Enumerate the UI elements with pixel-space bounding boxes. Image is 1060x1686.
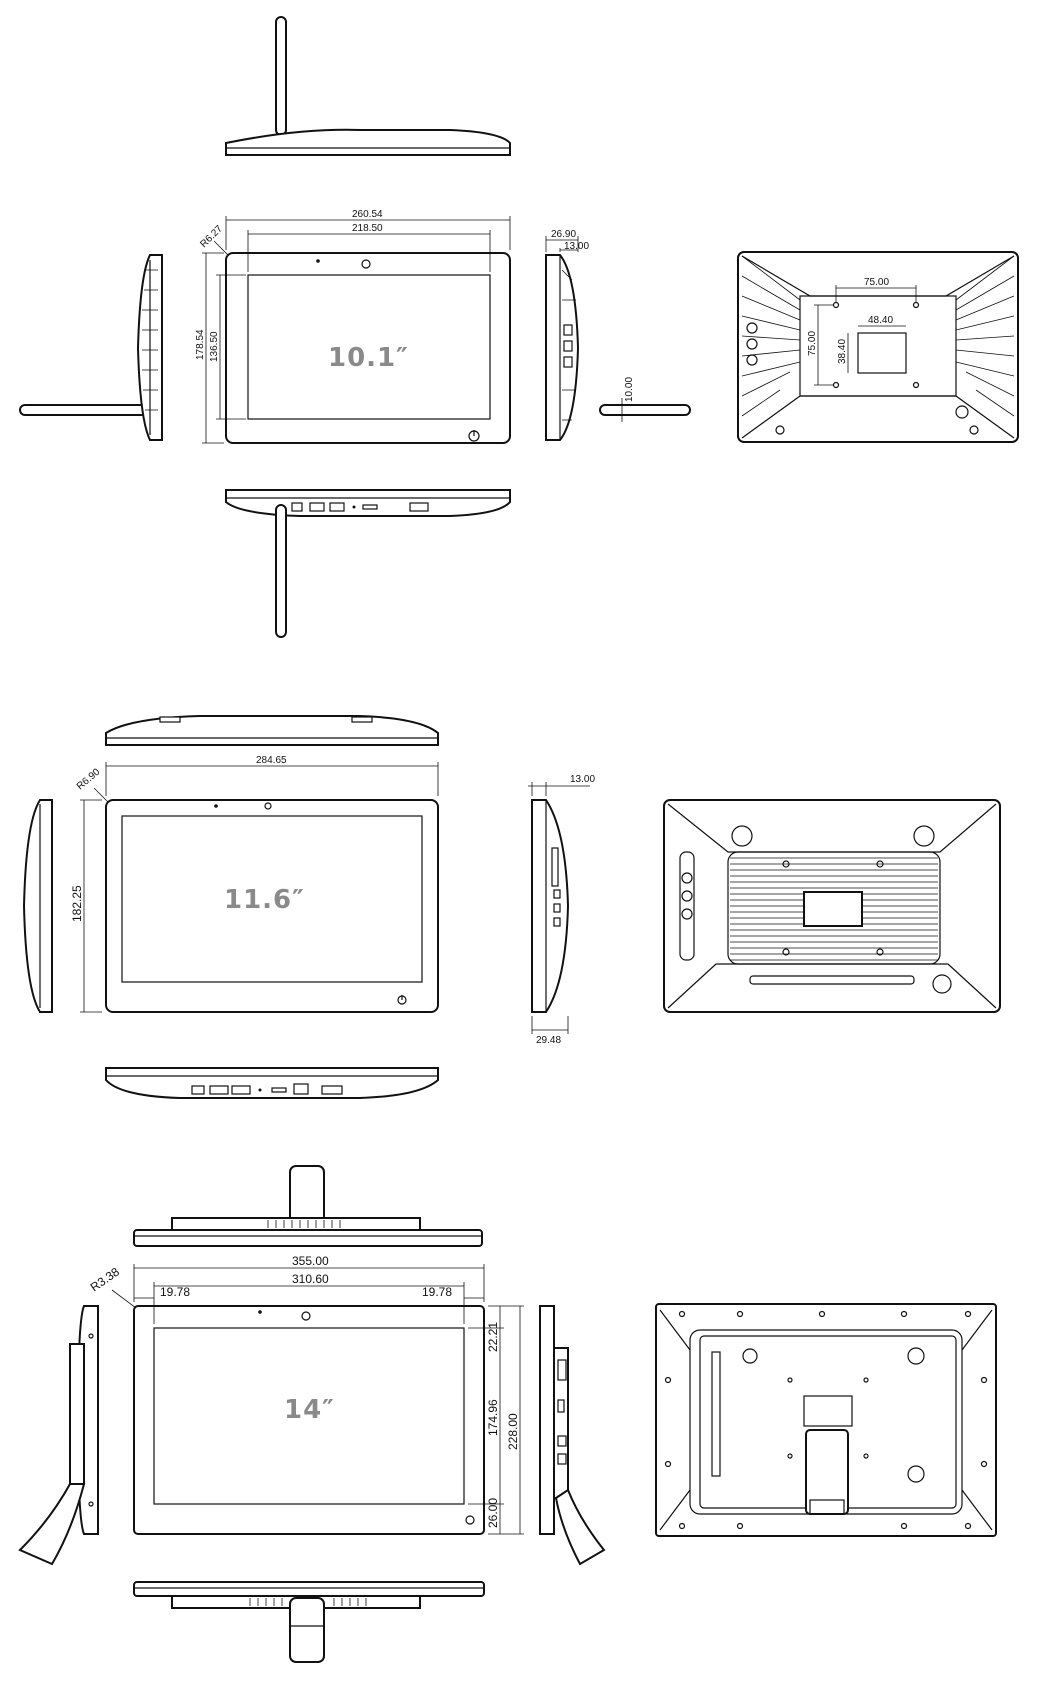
dim-plate-height-10-1: 38.40 — [837, 339, 848, 364]
size-label-14: 14″ — [284, 1395, 335, 1425]
rear-view-14 — [655, 1303, 997, 1537]
front-view-14: 14″ 355.00 310.60 19.78 19.78 R3.38 22.2… — [88, 1254, 524, 1535]
bottom-view-11-6 — [105, 1067, 439, 1099]
left-view-11-6 — [22, 799, 53, 1013]
bottom-view-10-1 — [225, 489, 511, 638]
bottom-view-14 — [133, 1581, 485, 1663]
top-view-14 — [133, 1165, 483, 1247]
dim-thin-depth-11-6: 13.00 — [570, 774, 595, 785]
rear-view-10-1: 75.00 48.40 75.00 38.40 — [737, 251, 1019, 443]
dim-outer-width-14: 355.00 — [292, 1254, 329, 1268]
model-11-6: 11.6″ 284.65 182.25 R6.90 — [22, 715, 1001, 1099]
dim-vesa-width-10-1: 75.00 — [864, 277, 889, 288]
dim-bottom-bezel-14: 26.00 — [486, 1498, 500, 1528]
dim-outer-width-10-1: 260.54 — [352, 209, 383, 220]
rear-view-11-6 — [663, 799, 1001, 1013]
size-label-10-1: 10.1″ — [328, 343, 409, 373]
dim-radius-14: R3.38 — [88, 1264, 123, 1294]
dim-depth-10-1: 26.90 — [551, 229, 576, 240]
dim-vesa-height-10-1: 75.00 — [807, 331, 818, 356]
right-view-10-1: 26.90 13.00 10.00 — [545, 229, 691, 441]
dim-top-bezel-14: 22.21 — [486, 1322, 500, 1352]
dim-depth-11-6: 29.48 — [536, 1035, 561, 1046]
top-view-10-1 — [225, 16, 511, 156]
size-label-11-6: 11.6″ — [224, 885, 305, 915]
dim-inner-width-14: 310.60 — [292, 1272, 329, 1286]
dim-radius-11-6: R6.90 — [75, 766, 103, 792]
dim-outer-height-11-6: 182.25 — [70, 885, 84, 922]
dim-inner-width-10-1: 218.50 — [352, 223, 383, 234]
power-icon-14 — [465, 1515, 475, 1525]
front-view-11-6: 11.6″ 284.65 182.25 R6.90 — [70, 755, 439, 1013]
dim-screen-height-14: 174.96 — [486, 1399, 500, 1436]
dim-left-bezel-14: 19.78 — [160, 1285, 190, 1299]
dim-right-bezel-14: 19.78 — [422, 1285, 452, 1299]
top-view-11-6 — [105, 715, 439, 746]
dim-outer-width-11-6: 284.65 — [256, 755, 287, 766]
model-10-1: 10.1″ 260.54 218.50 178.54 136.50 R6.27 — [19, 16, 1019, 638]
front-view-10-1: 10.1″ 260.54 218.50 178.54 136.50 R6.27 — [195, 209, 511, 444]
dim-thin-depth-10-1: 13.00 — [564, 241, 589, 252]
dim-plate-width-10-1: 48.40 — [868, 315, 893, 326]
left-view-10-1 — [19, 254, 163, 441]
left-view-14 — [18, 1305, 99, 1566]
dim-outer-height-14: 228.00 — [506, 1413, 520, 1450]
dim-radius-10-1: R6.27 — [198, 223, 225, 250]
right-view-11-6: 13.00 29.48 — [528, 774, 595, 1046]
model-14: 14″ 355.00 310.60 19.78 19.78 R3.38 22.2… — [18, 1165, 997, 1663]
right-view-14 — [539, 1305, 606, 1566]
dim-inner-height-10-1: 136.50 — [209, 331, 220, 362]
dim-outer-height-10-1: 178.54 — [195, 329, 206, 360]
dim-stand-10-1: 10.00 — [624, 377, 635, 402]
